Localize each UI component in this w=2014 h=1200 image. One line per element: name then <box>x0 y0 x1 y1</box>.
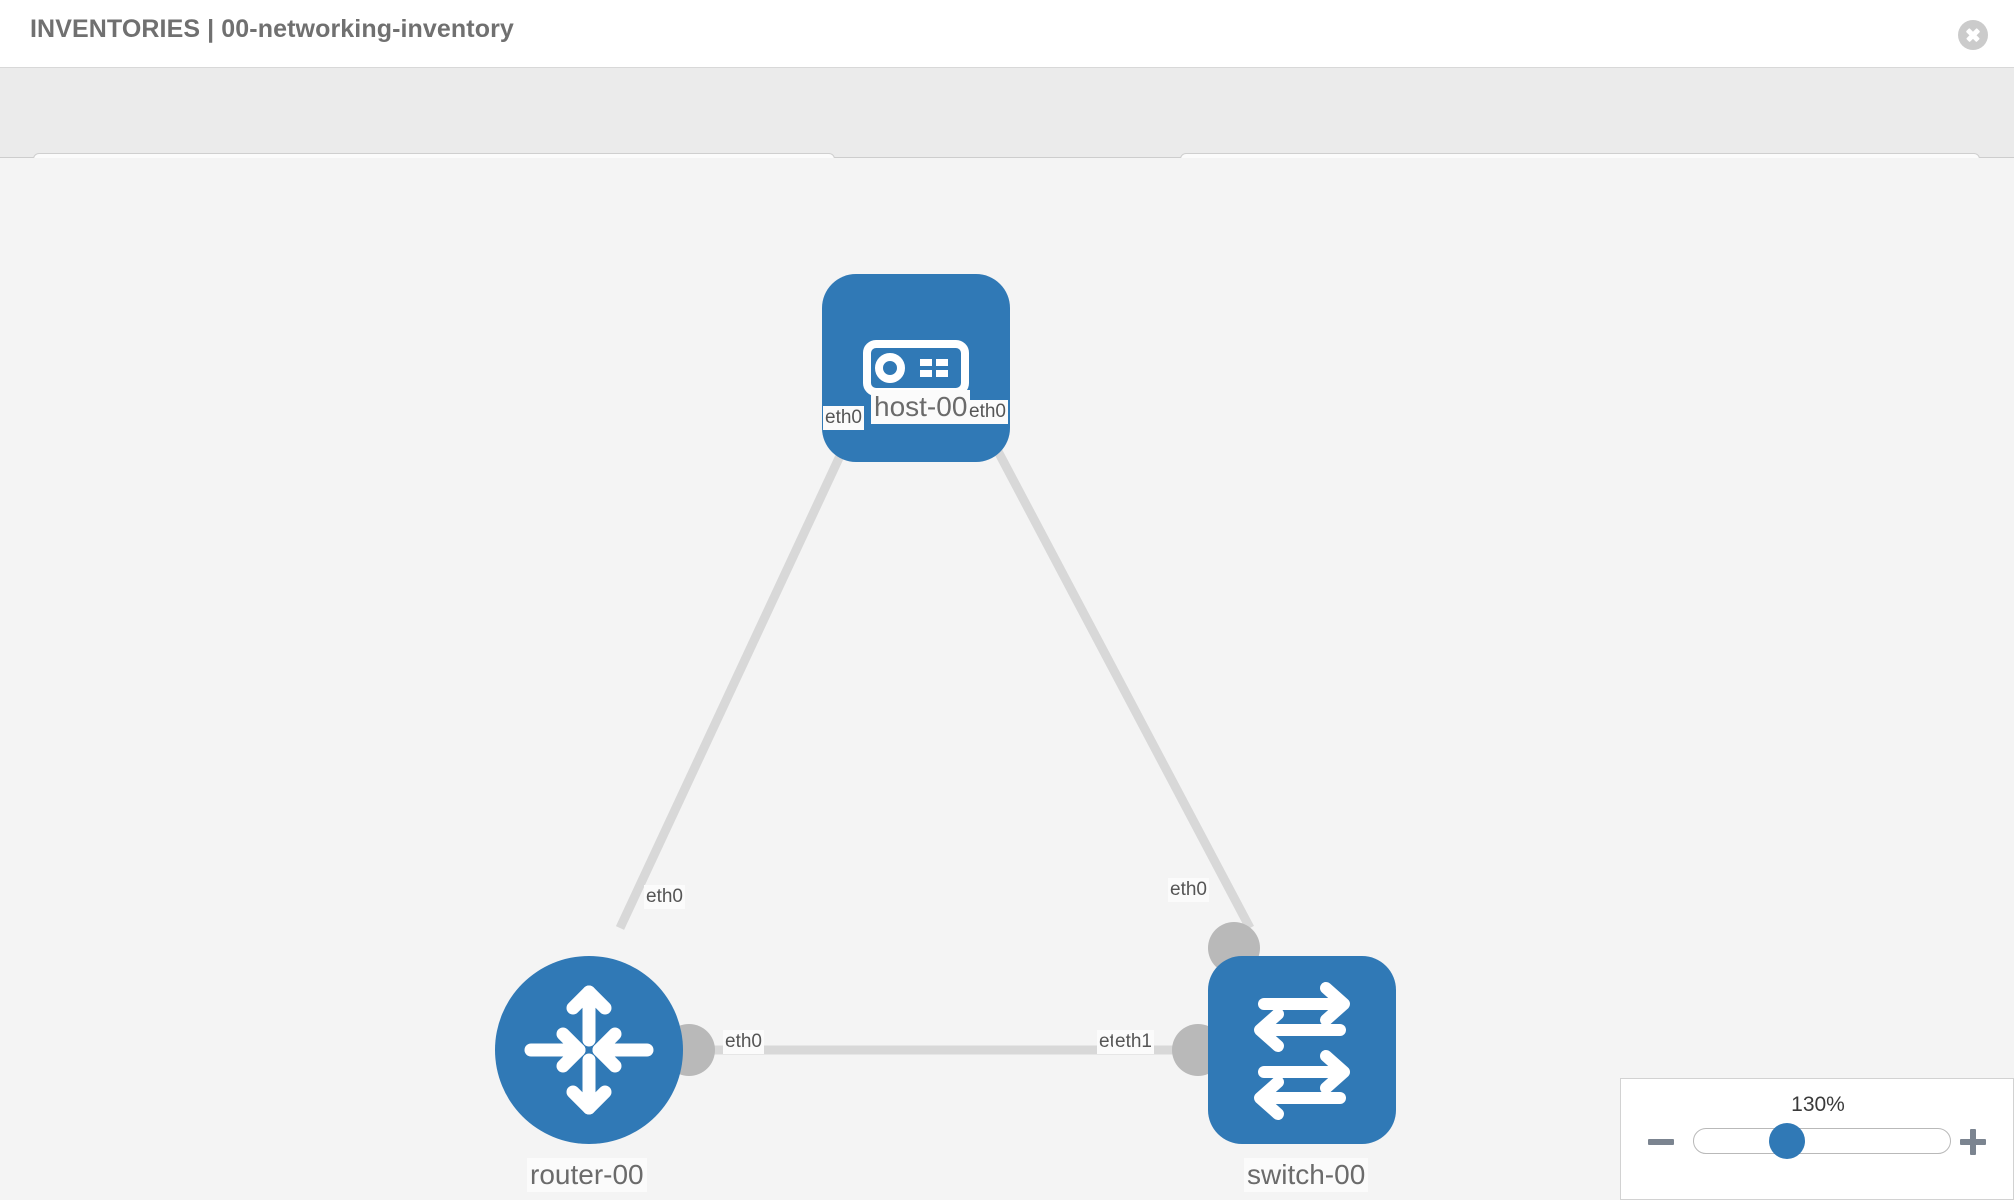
node-label-host[interactable]: host-00 <box>871 390 971 424</box>
edge-label-router-up: eth0 <box>644 885 685 909</box>
node-router-00 <box>495 956 683 1144</box>
node-host-00 <box>822 274 1010 462</box>
edge-label-switch-up: eth0 <box>1168 878 1209 902</box>
topology-canvas[interactable]: host-00 router-00 switch-00 eth0 eth0 et… <box>0 158 2014 1200</box>
node-label-switch[interactable]: switch-00 <box>1244 1158 1369 1192</box>
page-title: INVENTORIES | 00-networking-inventory <box>30 15 514 43</box>
edge-label-host-left: eth0 <box>823 406 864 430</box>
toolbar: ACTIONS SEARCH <box>0 68 2014 205</box>
zoom-out-button[interactable] <box>1645 1125 1679 1159</box>
node-switch-00 <box>1208 956 1396 1144</box>
zoom-level-value: 130% <box>1791 1093 1845 1116</box>
edge-label-host-right: eth0 <box>967 400 1008 424</box>
node-label-router[interactable]: router-00 <box>527 1158 647 1192</box>
edge-host-switch <box>951 367 1254 931</box>
edge-label-switch-left: eth1 <box>1113 1030 1154 1054</box>
edge-host-router <box>615 368 885 930</box>
topology-graph <box>495 274 1396 1144</box>
close-icon[interactable] <box>1958 20 1988 50</box>
zoom-in-button[interactable] <box>1957 1125 1991 1159</box>
graph-edges <box>615 367 1254 1055</box>
zoom-slider-track[interactable] <box>1693 1128 1951 1154</box>
edge-label-router-right: eth0 <box>723 1030 764 1054</box>
page-header: INVENTORIES | 00-networking-inventory <box>0 0 2014 68</box>
zoom-control-panel: 130% <box>1620 1078 2014 1200</box>
zoom-slider-thumb[interactable] <box>1769 1123 1805 1159</box>
